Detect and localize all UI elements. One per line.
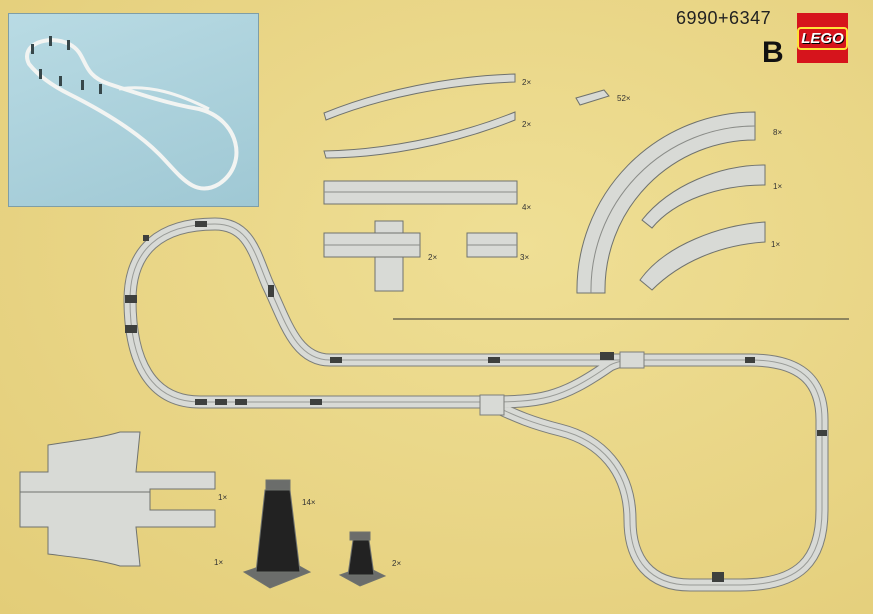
qty-label: 2×: [522, 120, 532, 129]
switch-left: [19, 431, 216, 509]
qty-label: 52×: [617, 94, 631, 103]
large-curve: [576, 111, 756, 294]
variant-letter: B: [762, 36, 784, 69]
switch-right: [19, 491, 216, 567]
qty-label: 1×: [214, 558, 224, 567]
qty-label: 8×: [773, 128, 783, 137]
layout-junction-2: [619, 351, 645, 369]
lego-logo-text: LEGO: [797, 26, 848, 50]
tall-pillar: [242, 479, 312, 589]
qty-label: 3×: [520, 253, 530, 262]
qty-label: 1×: [773, 182, 783, 191]
flex-rail-curved-b: [323, 111, 516, 159]
qty-label: 1×: [771, 240, 781, 249]
track-layout: [123, 217, 829, 592]
model-photo: [8, 13, 259, 207]
flex-rail-curved-a: [323, 73, 516, 121]
set-numbers: 6990+6347: [676, 8, 772, 28]
plate-1x4: [575, 89, 610, 106]
qty-label: 2×: [392, 559, 402, 568]
model-photo-track: [25, 36, 239, 191]
short-pillar: [338, 531, 387, 587]
qty-label: 2×: [522, 78, 532, 87]
qty-label: 4×: [522, 203, 532, 212]
qty-label: 1×: [218, 493, 228, 502]
layout-junction: [479, 394, 505, 416]
qty-label: 14×: [302, 498, 316, 507]
lego-logo: LEGO: [797, 13, 848, 63]
curve-right: [641, 164, 766, 229]
qty-label: 2×: [428, 253, 438, 262]
curve-left: [639, 221, 766, 291]
